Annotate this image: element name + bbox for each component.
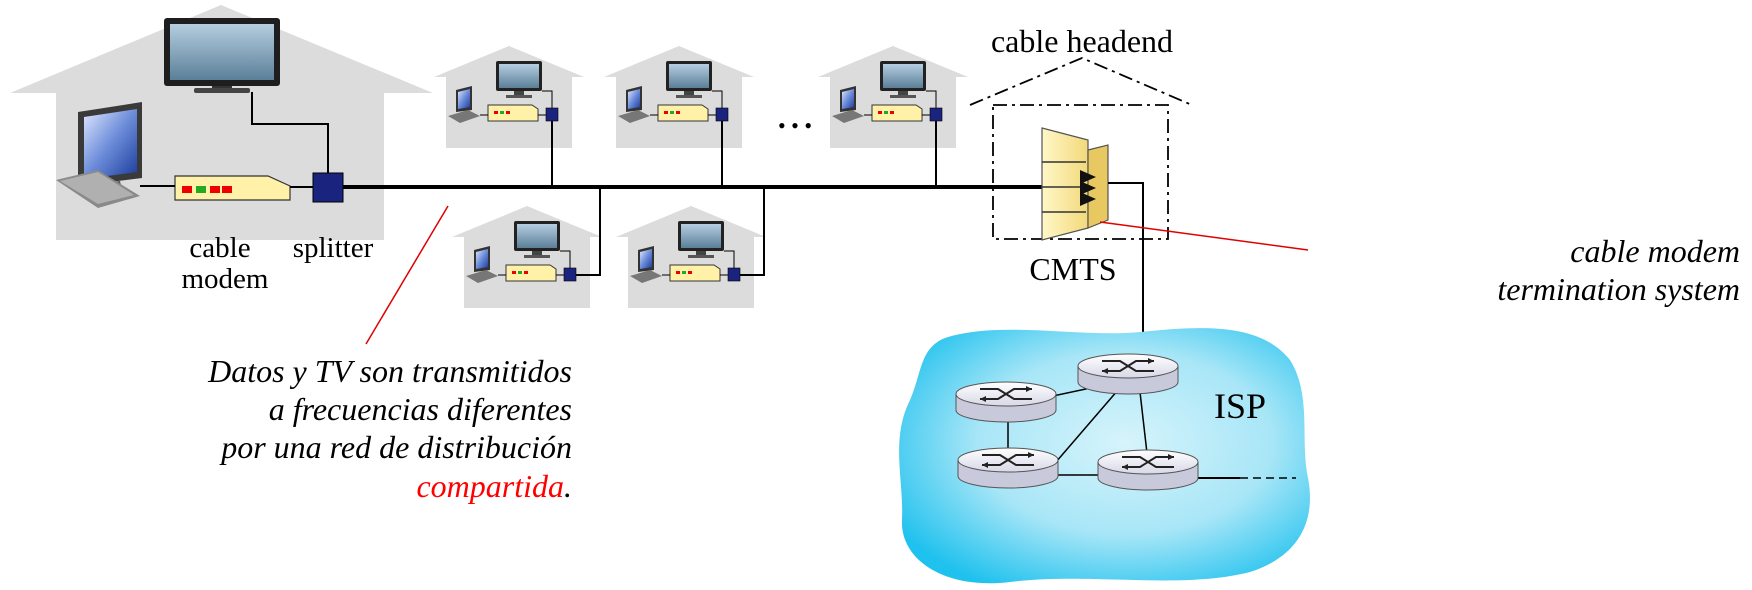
isp-cloud: ISP [899, 328, 1310, 584]
shared-network-note: Datos y TV son transmitidos a frecuencia… [207, 353, 572, 504]
router-icon [955, 381, 1057, 423]
note-emphasis: compartida [416, 468, 564, 504]
note-line-2: a frecuencias diferentes [269, 391, 572, 427]
router-icon [1097, 449, 1199, 491]
label-cable: cable [189, 232, 250, 264]
distribution-cable [343, 121, 1042, 276]
ellipsis: • • • [778, 113, 812, 138]
label-cmts-full-2: termination system [1497, 271, 1740, 307]
label-cmts-full-1: cable modem [1570, 233, 1740, 269]
router-icon [1077, 353, 1179, 395]
small-house [615, 205, 767, 309]
note-line-1: Datos y TV son transmitidos [207, 353, 572, 389]
label-cable-headend: cable headend [991, 23, 1173, 59]
splitter-icon [312, 172, 344, 203]
tv-icon [164, 18, 280, 93]
computer-icon [56, 102, 142, 208]
label-isp: ISP [1214, 386, 1266, 426]
label-modem: modem [182, 263, 269, 295]
note-annotation-line [365, 205, 449, 345]
label-splitter: splitter [293, 232, 374, 264]
cable-headend: cable headend CMTS [969, 23, 1193, 378]
big-house: cable modem splitter [10, 5, 433, 295]
small-house [451, 205, 603, 309]
router-icon [957, 447, 1059, 489]
cable-modem-icon [174, 175, 291, 201]
small-house [817, 45, 969, 149]
small-house [603, 45, 755, 149]
label-cmts: CMTS [1029, 251, 1116, 287]
note-line-4: compartida. [416, 468, 572, 504]
small-house [433, 45, 585, 149]
note-line-3: por una red de distribución [219, 429, 572, 465]
cmts-annotation-line [1099, 221, 1309, 251]
cmts-icon [1041, 127, 1109, 241]
note-period: . [564, 468, 572, 504]
